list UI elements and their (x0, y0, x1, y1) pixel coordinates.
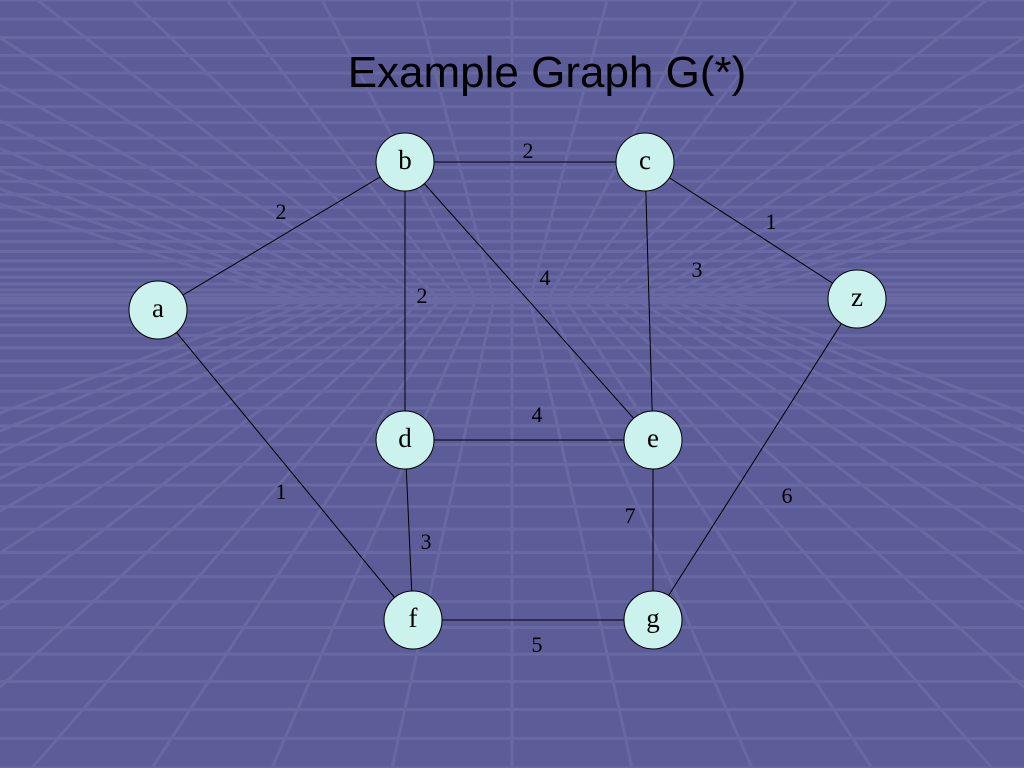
edge-z-g (652, 298, 858, 621)
node-c: c (615, 132, 675, 192)
node-circle-b (375, 132, 435, 192)
edge-b-e (404, 161, 654, 441)
edge-weight-a-f: 1 (276, 479, 287, 504)
node-label-c: c (639, 145, 651, 175)
node-label-a: a (152, 293, 164, 323)
node-label-f: f (409, 603, 418, 633)
node-b: b (375, 132, 435, 192)
node-d: d (375, 410, 435, 470)
node-e: e (623, 410, 683, 470)
node-circle-z (827, 269, 887, 329)
edge-weight-b-d: 2 (417, 283, 428, 308)
nodes-layer: a b c z d e f g (128, 132, 887, 650)
node-label-d: d (398, 423, 412, 453)
node-circle-g (623, 590, 683, 650)
slide-title: Example Graph G(*) (347, 48, 747, 97)
node-circle-f (383, 590, 443, 650)
node-label-z: z (851, 282, 863, 312)
node-f: f (383, 590, 443, 650)
edge-weight-z-g: 6 (782, 483, 793, 508)
edge-weight-c-e: 3 (692, 257, 703, 282)
edge-a-b (157, 161, 406, 311)
node-circle-c (615, 132, 675, 192)
edge-weights-layer: 2 2 1 2 4 3 4 1 3 7 6 5 (276, 138, 793, 657)
edge-weight-f-g: 5 (532, 632, 543, 657)
edge-weight-e-g: 7 (625, 503, 636, 528)
node-g: g (623, 590, 683, 650)
edge-weight-b-c: 2 (523, 138, 534, 163)
edge-weight-a-b: 2 (276, 199, 287, 224)
edge-weight-d-e: 4 (532, 402, 543, 427)
node-a: a (128, 280, 188, 340)
edge-weight-c-z: 1 (766, 209, 777, 234)
node-label-e: e (647, 423, 659, 453)
edge-a-f (157, 309, 414, 621)
node-circle-d (375, 410, 435, 470)
node-circle-e (623, 410, 683, 470)
node-circle-a (128, 280, 188, 340)
edge-weight-d-f: 3 (421, 529, 432, 554)
node-z: z (827, 269, 887, 329)
node-label-g: g (646, 603, 660, 633)
edge-c-e (644, 161, 654, 441)
edge-c-z (644, 161, 858, 300)
node-label-b: b (398, 145, 412, 175)
edge-d-f (404, 439, 414, 621)
edges-layer (157, 161, 858, 621)
edge-weight-b-e: 4 (540, 265, 551, 290)
